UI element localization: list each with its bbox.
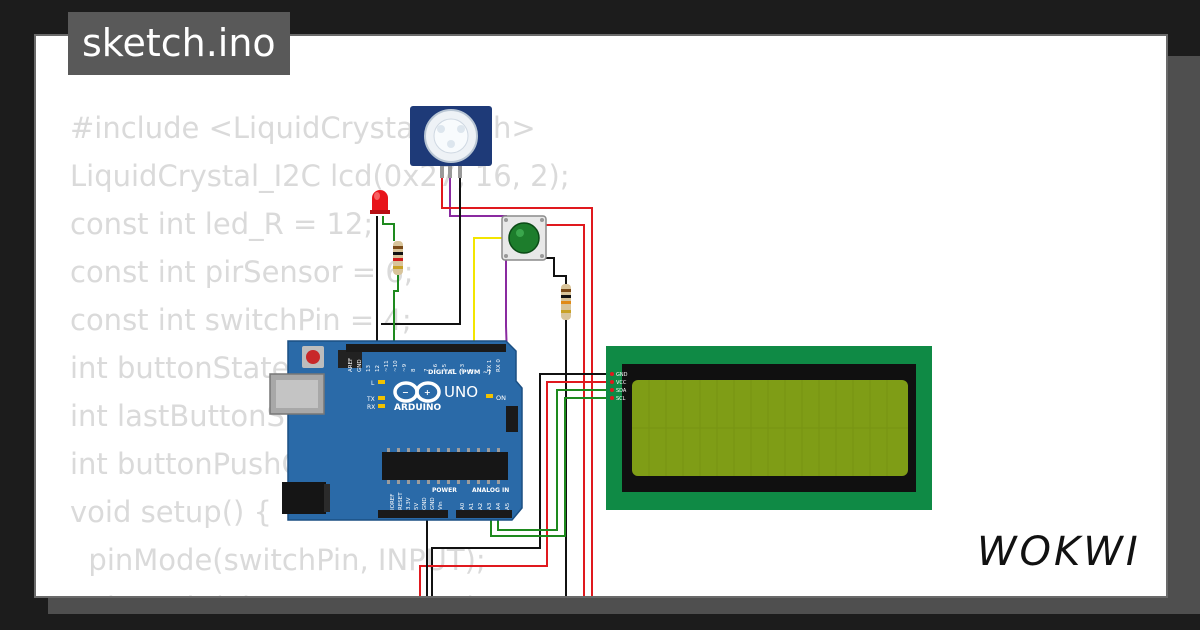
onboard-led-label: TX [366,396,375,403]
button-resistor[interactable] [561,284,571,320]
code-line: const int switchPin = 4; [70,303,412,337]
pin-label: 4 [451,368,457,372]
power-pin-labels: IOREF RESET 3.3V 5V GND GND Vin [390,492,444,510]
code-line: LiquidCrystal_I2C lcd(0x27, 16, 2); [70,159,570,193]
pin-label: SCL [616,396,626,402]
pin-label: AREF [348,358,354,372]
pin-label: Vin [438,501,444,510]
board-model: UNO [444,383,478,401]
pin-label: A2 [478,503,484,510]
lcd-vcc-wire [419,381,612,596]
pin-label: 3.3V [406,497,412,510]
pin-label: 12 [375,365,381,372]
pin-label: 2 [469,369,475,373]
code-line: pinMode(pirSensor, INPUT); [70,584,570,596]
pin-label: A3 [487,502,493,510]
pin-label: 5V [414,503,420,510]
led-resistor[interactable] [393,241,403,275]
button-power-wire [544,224,585,596]
onboard-led-label: RX [367,404,375,411]
pin-label: RX 0 [496,359,502,372]
pin-label: ~9 [402,363,408,372]
wokwi-logo: WOKWI [977,529,1141,575]
pin-label: RESET [398,492,404,510]
wokwi-logo-text: WOKWI [977,529,1141,575]
pin-label: GND [616,372,628,378]
push-button[interactable] [501,215,547,261]
pir-signal-wire [449,178,508,358]
board-brand: ARDUINO [394,403,442,413]
pin-label: 8 [411,368,417,372]
lcd-character-grid [632,380,908,476]
pin-label: IOREF [390,494,396,510]
button-out-wire [544,257,567,284]
on-led-label: ON [496,394,506,402]
pin-label: SDA [616,388,627,394]
pin-label: ~3 [460,363,466,372]
pin-label: ~10 [393,360,399,372]
lcd-gnd-wire [431,373,612,596]
svg-text:+: + [424,388,431,397]
pir-gnd-wire [381,178,461,325]
arduino-infinity-icon: − + [393,381,441,403]
svg-text:−: − [402,388,409,397]
code-line: void setup() { [70,495,272,529]
pin-label: GND [357,359,363,372]
onboard-led-labels: L TX RX [366,380,375,411]
pir-sensor[interactable]: + D − [410,106,492,178]
pin-label: 7 [424,368,430,372]
pin-label: GND [422,497,428,510]
pin-label: A0 [460,502,466,510]
red-led[interactable] [370,190,390,214]
pin-label: TX 1 [487,360,493,373]
button-signal-wire [467,237,504,359]
pin-label: A4 [496,502,502,510]
pin-label: ~5 [442,363,448,372]
lcd-display[interactable]: GND VCC SDA SCL [606,346,932,510]
onboard-led-label: L [371,380,375,387]
pir-power-wire [441,178,593,596]
pin-label: A1 [469,503,475,510]
pin-label: ~6 [433,363,439,372]
analog-header-label: ANALOG IN [472,487,509,494]
pin-label: A5 [505,502,511,510]
power-header-label: POWER [432,487,457,494]
code-line: const int pirSensor = 6; [70,255,414,289]
pin-label: ~11 [384,360,390,372]
preview-card[interactable]: #include <LiquidCrystal_I2C.h>LiquidCrys… [34,34,1168,598]
led-resistor-wire [393,274,399,358]
circuit-diagram: + D − [269,106,932,596]
code-line: const int led_R = 12; [70,207,374,241]
pin-label: GND [430,497,436,510]
lcd-sda-wire [497,389,612,531]
analog-pin-labels: A0 A1 A2 A3 A4 A5 [460,502,511,510]
digital-pin-labels: AREF GND 13 12 ~11 ~10 ~9 8 7 ~6 ~5 4 ~3… [348,358,502,373]
led-anode-wire [382,216,395,241]
pin-label: 13 [366,365,372,372]
lcd-scl-wire [490,397,612,537]
pin-label: VCC [616,380,627,386]
filename-tag: sketch.ino [68,12,290,75]
digital-header-label: DIGITAL (PWM ~) [428,368,491,376]
lcd-pin-labels: GND VCC SDA SCL [616,372,628,402]
arduino-uno[interactable]: AREF GND 13 12 ~11 ~10 ~9 8 7 ~6 ~5 4 ~3… [269,340,523,521]
